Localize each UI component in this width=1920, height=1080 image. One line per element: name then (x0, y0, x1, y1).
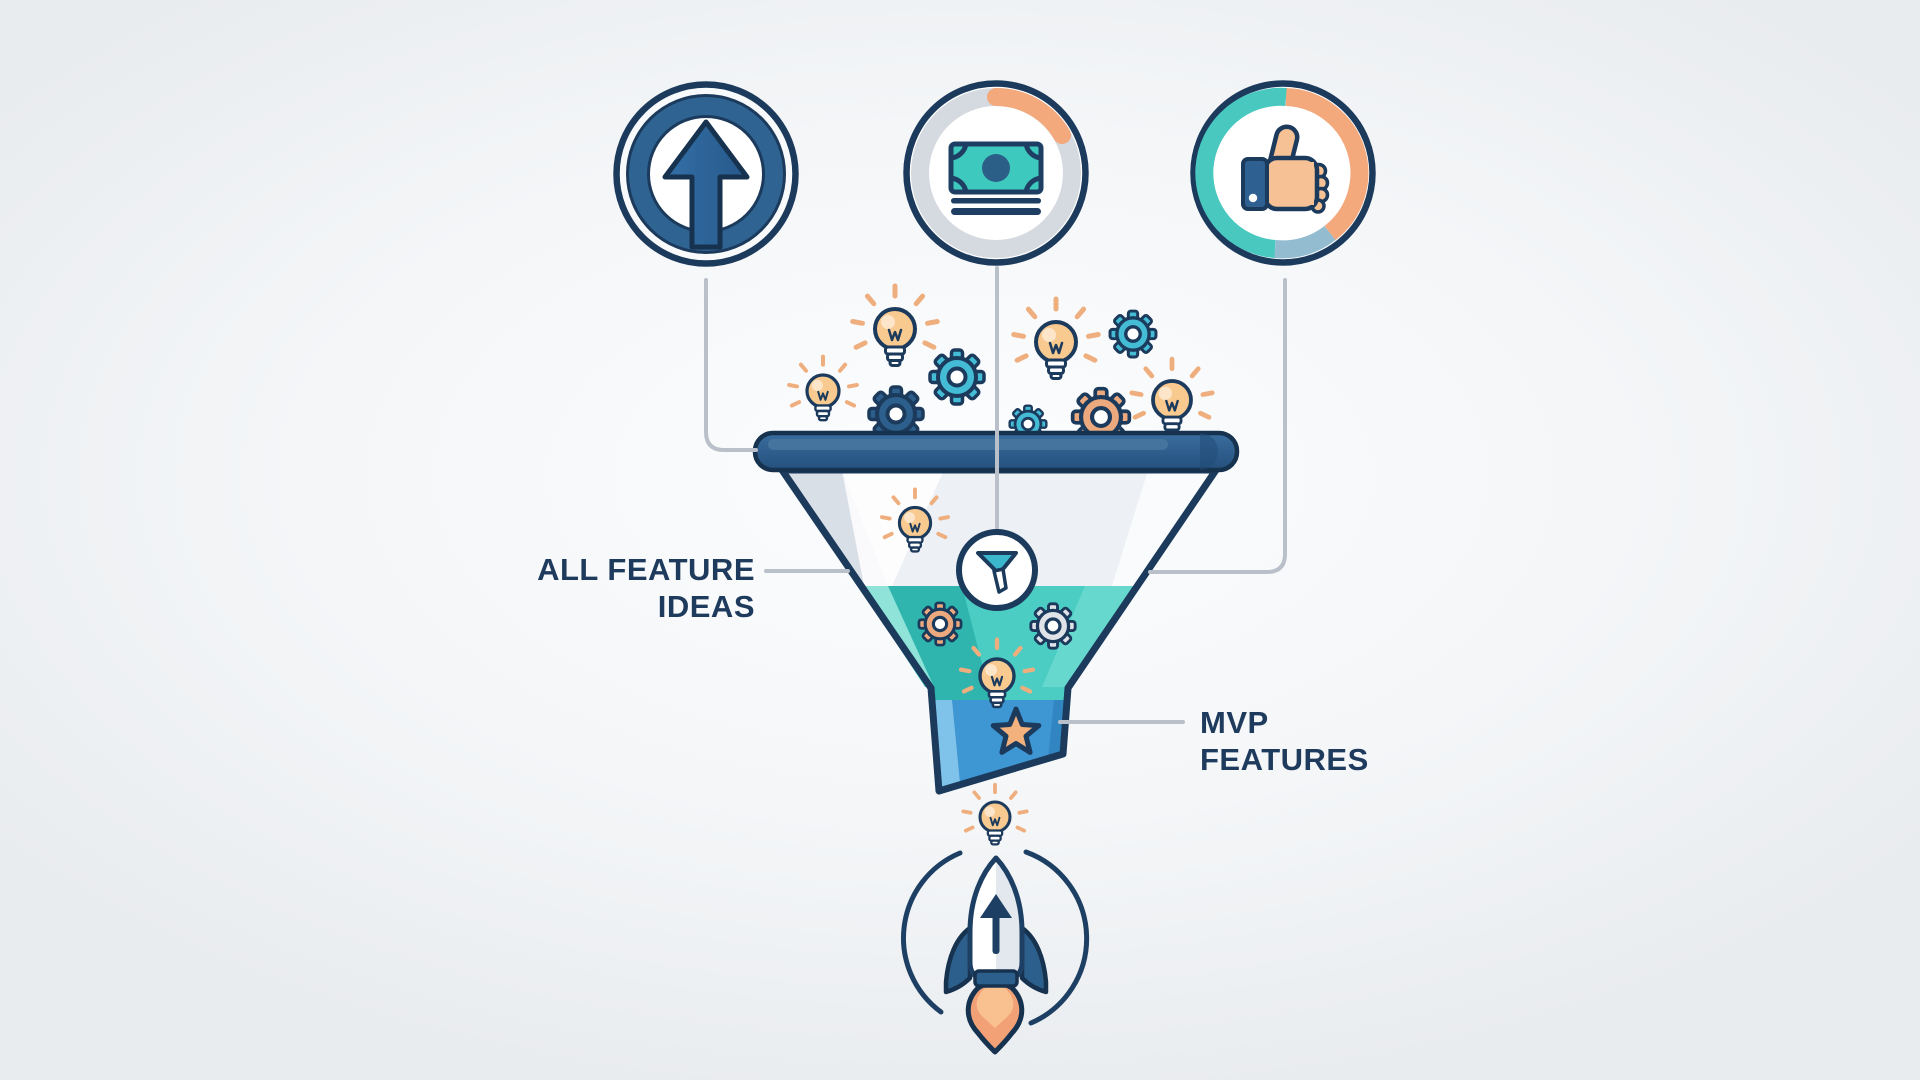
label-output-line2: FEATURES (1200, 742, 1369, 777)
connector-growth-to-funnel (704, 278, 758, 452)
lightbulb-icon (853, 286, 938, 366)
up-arrow-icon (662, 119, 750, 250)
thumbs-up-icon (1241, 124, 1330, 214)
label-input-line2: IDEAS (658, 589, 755, 624)
ring-segment-orange (1285, 88, 1369, 241)
rocket-nozzle (973, 969, 1019, 988)
label-input-line1: ALL FEATURE (537, 552, 755, 587)
rocket-flame-inner (976, 985, 1014, 1028)
rocket-fin-left (943, 925, 973, 995)
gear-icon (1108, 309, 1158, 359)
rocket-launch-icon (900, 849, 1090, 1055)
rocket-fin-right (1019, 925, 1049, 995)
lightbulb-icon (1132, 359, 1212, 435)
rocket-up-arrow-icon (980, 894, 1012, 954)
label-all-feature-ideas: ALL FEATURE IDEAS (537, 552, 755, 624)
thumbs-up-circle-icon (1190, 80, 1376, 266)
gear-icon (1029, 602, 1077, 650)
rocket-orbit-arc-right (1023, 849, 1090, 1026)
funnel-neck (929, 700, 1067, 791)
funnel-highlight-left (842, 470, 944, 586)
idea-cloud (789, 286, 1212, 445)
ring-segment-lightblue (1274, 225, 1336, 259)
gear-icon (928, 348, 986, 406)
star-icon (990, 706, 1042, 755)
growth-arrow-circle-icon (613, 81, 799, 267)
progress-arc (987, 87, 1071, 144)
lightbulb-icon (789, 357, 857, 421)
ring-segment-teal (1195, 87, 1287, 258)
lightbulb-icon (961, 782, 1029, 847)
rocket-orbit-arc-left (900, 850, 963, 1015)
connectors (704, 266, 1287, 724)
lightbulb-icon (1014, 299, 1099, 379)
label-mvp-features: MVP FEATURES (1200, 705, 1369, 777)
funnel-highlight-right (1112, 470, 1216, 586)
gear-icon (917, 601, 963, 647)
label-output-line1: MVP (1200, 705, 1269, 740)
banknote-icon (948, 141, 1044, 215)
connector-thumbs-to-funnel (1148, 278, 1287, 574)
filter-badge-icon (956, 529, 1038, 611)
money-circle-icon (903, 80, 1089, 266)
